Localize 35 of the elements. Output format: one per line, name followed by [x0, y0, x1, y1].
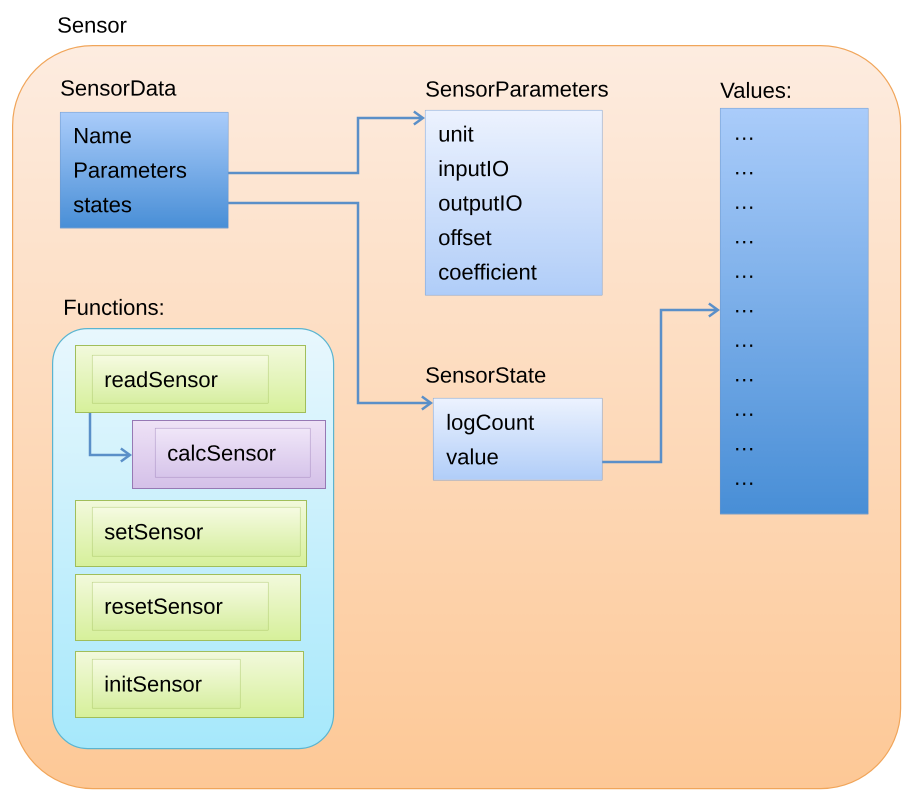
node-label: …	[736, 310, 752, 312]
node-label: outputIO	[439, 195, 522, 216]
node-label: inputIO	[440, 160, 508, 181]
node-label: unit	[440, 126, 474, 142]
function-box: resetSensor	[75, 574, 301, 641]
arrow	[88, 413, 132, 462]
heading: SensorData	[61, 80, 176, 96]
class-box: logCount value	[433, 398, 602, 480]
function-box: setSensor	[75, 500, 307, 567]
node-label: …	[736, 276, 752, 278]
node-label: offset	[439, 229, 492, 246]
heading: SensorParameters	[426, 81, 608, 97]
node-label: …	[736, 482, 752, 485]
heading: Functions:	[65, 298, 163, 316]
heading: SensorState	[426, 367, 546, 383]
class-box: Name Parameters states	[60, 112, 228, 228]
arrow	[602, 302, 720, 464]
node-label: …	[736, 448, 752, 450]
array-box: … … … … … … … … … … …	[720, 108, 868, 514]
heading: Sensor	[58, 17, 127, 33]
node-label: …	[736, 344, 752, 347]
node-label: …	[736, 172, 752, 174]
function-box: calcSensor	[132, 420, 326, 489]
node-label: …	[736, 379, 752, 382]
arrow	[228, 202, 433, 410]
node-label: …	[736, 414, 752, 416]
function-box: initSensor	[75, 651, 304, 718]
node-label: …	[736, 138, 752, 140]
node-label: coefficient	[439, 264, 537, 280]
arrow	[228, 110, 425, 174]
heading: Values:	[720, 82, 790, 98]
function-box: readSensor	[75, 345, 306, 413]
class-box: unit inputIO outputIO offset coefficient	[425, 110, 602, 296]
node-label: …	[736, 241, 752, 244]
node-label: …	[736, 206, 752, 209]
